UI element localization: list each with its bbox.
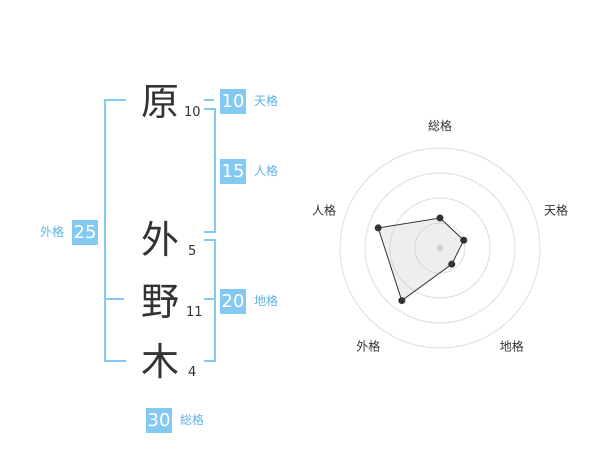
radar-axis-label-3: 地格 <box>500 339 524 354</box>
chikaku-bracket-divider <box>204 298 214 300</box>
radar-grid-ring-4 <box>339 147 541 349</box>
radar-grid-ring-3 <box>364 172 516 324</box>
tenkaku-badge: 10 <box>220 89 246 114</box>
gaikaku-label: 外格 <box>40 225 65 239</box>
name-char-3: 野 <box>141 280 180 324</box>
tenkaku-label: 天格 <box>254 94 279 108</box>
stroke-count-1: 10 <box>184 105 201 120</box>
radar-axis-label-5: 人格 <box>312 202 336 217</box>
radar-axis-label-1: 総格 <box>428 118 452 133</box>
stroke-count-3: 11 <box>186 305 203 320</box>
stroke-count-4: 4 <box>188 365 197 380</box>
jinkaku-bracket <box>204 108 216 233</box>
radar-axis-label-2: 天格 <box>544 202 568 217</box>
radar-series-polygon <box>377 217 465 302</box>
gaikaku-bracket <box>104 99 126 362</box>
gaikaku-badge: 25 <box>72 220 98 245</box>
radar-point-5 <box>374 224 382 232</box>
jinkaku-label: 人格 <box>254 164 279 178</box>
radar-point-4 <box>398 297 406 305</box>
soukaku-label: 総格 <box>180 413 205 427</box>
chikaku-bracket <box>204 239 216 362</box>
gaikaku-bracket-divider <box>104 298 124 300</box>
stroke-count-2: 5 <box>188 244 197 259</box>
radar-point-2 <box>460 236 468 244</box>
radar-point-1 <box>436 214 444 222</box>
soukaku-badge: 30 <box>146 408 172 433</box>
name-char-1: 原 <box>141 80 180 124</box>
radar-point-3 <box>448 260 456 268</box>
name-char-2: 外 <box>141 218 180 262</box>
chikaku-label: 地格 <box>254 294 279 308</box>
radar-axis-label-4: 外格 <box>356 339 380 354</box>
tenkaku-bracket <box>204 99 214 103</box>
radar-grid-ring-2 <box>389 197 491 299</box>
jinkaku-badge: 15 <box>220 159 246 184</box>
chikaku-badge: 20 <box>220 289 246 314</box>
radar-center-dot <box>437 245 443 251</box>
name-char-4: 木 <box>141 340 180 384</box>
